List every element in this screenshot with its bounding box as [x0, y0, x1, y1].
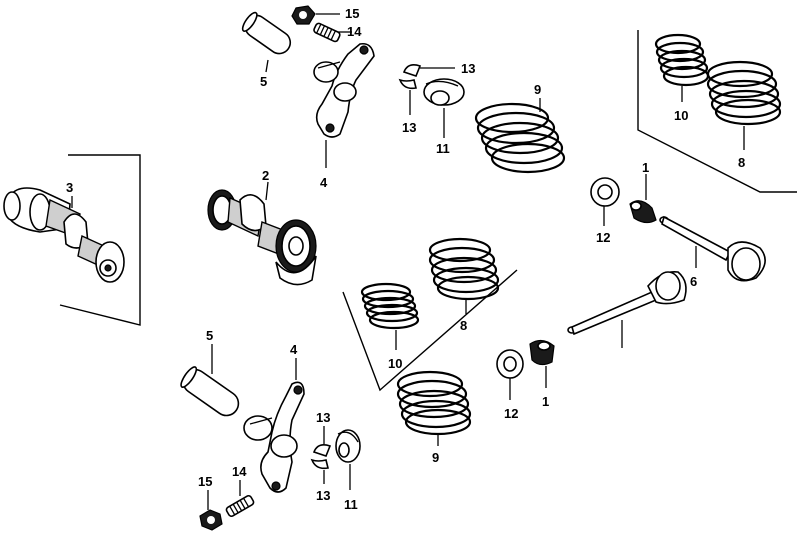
- rocker-arm-bottom: [243, 381, 305, 493]
- callout-camshaft-center: 2: [262, 168, 269, 183]
- valve-spring-outer-box: [706, 60, 782, 126]
- callout-bottom-cotter-lower: 13: [316, 488, 330, 503]
- callout-bottom-cotter-upper: 13: [316, 410, 330, 425]
- valve-spring-outer-middle: [428, 237, 500, 301]
- pushrod-top: [241, 11, 292, 55]
- callout-top-cotter-lower: 13: [402, 120, 416, 135]
- valve-cotter-top-lower: [398, 78, 417, 90]
- callout-spring-seat-right: 12: [596, 230, 610, 245]
- leader-top-pushrod: [265, 59, 269, 73]
- callout-bottom-retainer: 11: [344, 497, 358, 512]
- valve-spring-inner-box: [654, 33, 710, 87]
- valve-spring-outer-top: [474, 102, 566, 174]
- valve-cotter-top-upper: [402, 64, 422, 77]
- leader-camshaft-center: [265, 181, 269, 201]
- callout-middle-inner-spring: 10: [388, 356, 402, 371]
- valve-spring-inner-middle: [360, 282, 420, 330]
- callout-top-nut: 15: [345, 6, 359, 21]
- callout-top-retainer: 11: [436, 141, 450, 156]
- valve-spring-retainer-bottom: [335, 429, 361, 463]
- camshaft-center: [207, 189, 317, 286]
- box-frame-camshaft-left: [59, 154, 141, 326]
- valve-spring-retainer-top: [423, 78, 465, 106]
- spring-seat-middle: [496, 349, 524, 379]
- valve-spring-outer-bottom: [396, 370, 472, 436]
- nut-top: [291, 5, 316, 25]
- stem-seal-middle: [529, 339, 555, 366]
- valve-middle: [567, 270, 687, 336]
- spring-seat-right: [590, 177, 620, 207]
- callout-top-adjuster: 14: [347, 24, 362, 39]
- camshaft-left: [3, 187, 125, 283]
- valve-right: [659, 215, 766, 282]
- callout-top-rocker-arm: 4: [320, 175, 328, 190]
- callout-stem-seal-right: 1: [642, 160, 649, 175]
- callout-top-cotter-upper: 13: [461, 61, 475, 76]
- stem-seal-right: [629, 200, 657, 224]
- valve-cotter-bottom-upper: [312, 444, 332, 457]
- box-frame-middle: [342, 269, 518, 392]
- callout-bottom-pushrod: 5: [206, 328, 213, 343]
- callout-bottom-rocker-arm: 4: [290, 342, 298, 357]
- callout-bottom-outer-spring: 9: [432, 450, 439, 465]
- callout-box-outer-spring: 8: [738, 155, 745, 170]
- pushrod-bottom: [180, 366, 240, 417]
- callout-box-inner-spring: 10: [674, 108, 688, 123]
- callout-top-outer-spring: 9: [534, 82, 541, 97]
- adjuster-screw-top: [313, 22, 341, 43]
- adjuster-screw-bottom: [225, 494, 255, 518]
- callout-bottom-nut: 15: [198, 474, 212, 489]
- rocker-arm-top: [313, 42, 375, 138]
- nut-bottom: [199, 509, 223, 531]
- box-frame-top-right: [637, 30, 797, 193]
- callout-valve-right: 6: [690, 274, 697, 289]
- callout-bottom-adjuster: 14: [232, 464, 247, 479]
- callout-middle-outer-spring: 8: [460, 318, 467, 333]
- callout-camshaft-left: 3: [66, 180, 73, 195]
- callout-top-pushrod: 5: [260, 74, 267, 89]
- callout-spring-seat-middle: 12: [504, 406, 518, 421]
- valve-cotter-bottom-lower: [310, 458, 329, 470]
- callout-stem-seal-middle: 1: [542, 394, 549, 409]
